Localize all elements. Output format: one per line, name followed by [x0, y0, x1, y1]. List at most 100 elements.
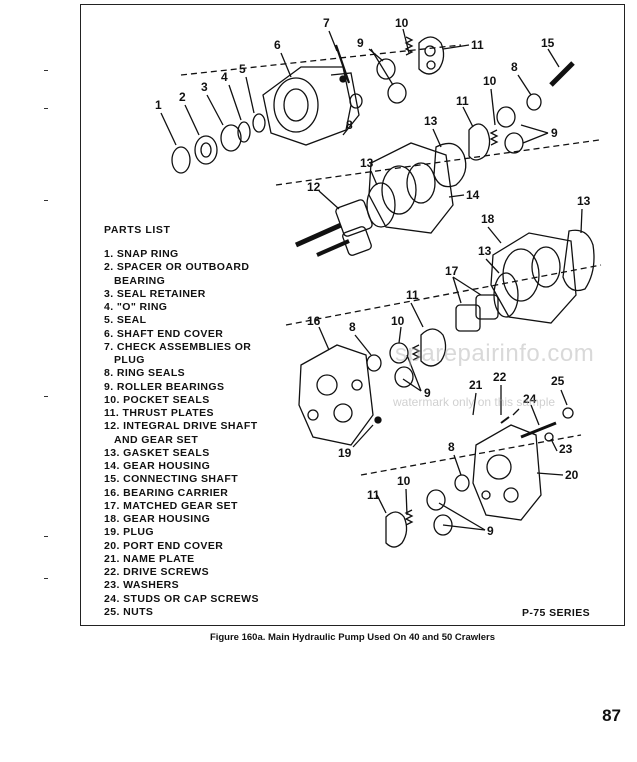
parts-list-item: 25. NUTS — [104, 605, 154, 618]
watermark-sub: watermark only on this sample — [393, 395, 556, 409]
callout-21: 21 — [469, 378, 483, 392]
series-label: P-75 SERIES — [521, 607, 590, 619]
parts-list-item: BEARING — [114, 274, 166, 287]
axis-middle — [285, 264, 602, 326]
o-ring — [237, 121, 251, 143]
callout-8: 8 — [349, 320, 356, 334]
margin-mark — [44, 578, 48, 579]
callout-18: 18 — [481, 212, 495, 226]
parts-list-item: 18. GEAR HOUSING — [104, 513, 211, 525]
callout-11: 11 — [406, 288, 419, 302]
parts-list-item: 3. SEAL RETAINER — [104, 287, 206, 300]
parts-list-item: PLUG — [114, 354, 145, 366]
callout-4: 4 — [221, 70, 228, 84]
parts-list-item: 10. POCKET SEALS — [104, 393, 210, 406]
callout-2: 2 — [179, 90, 186, 104]
margin-mark — [44, 70, 48, 71]
parts-list-item: 2. SPACER OR OUTBOARD — [104, 261, 250, 274]
callout-8: 8 — [511, 60, 518, 74]
callout-14: 14 — [466, 188, 480, 202]
spacer-bearing — [194, 135, 218, 165]
parts-list-item: 4. "O" RING — [104, 301, 168, 313]
roller-bearing — [387, 82, 407, 104]
callout-19: 19 — [338, 446, 352, 460]
axis-lower — [360, 434, 582, 476]
parts-list-item: 15. CONNECTING SHAFT — [104, 473, 239, 486]
figure-caption: Figure 160a. Main Hydraulic Pump Used On… — [209, 632, 496, 643]
snap-ring — [171, 146, 191, 174]
parts-list-item: 24. STUDS OR CAP SCREWS — [104, 592, 259, 605]
bearing-carrier — [298, 344, 374, 446]
port-end-cover — [472, 424, 542, 521]
callout-9: 9 — [357, 36, 364, 50]
callout-13: 13 — [360, 156, 374, 170]
callout-13: 13 — [424, 114, 438, 128]
margin-mark — [44, 108, 48, 109]
parts-list-item: 13. GASKET SEALS — [104, 446, 210, 459]
parts-list-item: 1. SNAP RING — [104, 248, 179, 260]
callout-16: 16 — [307, 314, 321, 328]
callout-13: 13 — [478, 244, 492, 258]
parts-list-item: AND GEAR SET — [114, 433, 199, 446]
parts-list-item: 12. INTEGRAL DRIVE SHAFT — [104, 420, 258, 433]
parts-list-item: 8. RING SEALS — [104, 367, 186, 380]
parts-list-item: 17. MATCHED GEAR SET — [104, 499, 238, 512]
parts-list-item: 11. THRUST PLATES — [104, 407, 214, 419]
callout-5: 5 — [239, 62, 246, 76]
parts-list-item: 6. SHAFT END COVER — [104, 327, 224, 340]
callout-10: 10 — [395, 16, 409, 30]
callout-9: 9 — [424, 386, 431, 400]
callout-9: 9 — [487, 524, 494, 538]
parts-list-item: 14. GEAR HOUSING — [104, 460, 211, 472]
callout-8: 8 — [346, 118, 353, 132]
seal-retainer — [220, 124, 242, 152]
seal — [252, 113, 266, 133]
callout-12: 12 — [307, 180, 321, 194]
parts-list-title: PARTS LIST — [104, 224, 171, 236]
callout-8: 8 — [448, 440, 455, 454]
roller-bearing — [376, 58, 396, 80]
callout-10: 10 — [483, 74, 497, 88]
parts-list-item: 7. CHECK ASSEMBLIES OR — [104, 340, 252, 353]
callout-24: 24 — [523, 392, 537, 406]
callout-10: 10 — [397, 474, 411, 488]
axis-top — [180, 44, 462, 76]
parts-list-item: 5. SEAL — [104, 314, 147, 327]
callout-23: 23 — [559, 442, 573, 456]
callout-3: 3 — [201, 80, 208, 94]
figure-frame: 1 2 3 4 5 6 7 9 10 11 15 8 8 10 11 9 13 … — [80, 4, 625, 626]
callout-6: 6 — [274, 38, 281, 52]
thrust-plate — [418, 36, 445, 75]
callout-11: 11 — [367, 488, 380, 502]
callout-25: 25 — [551, 374, 565, 388]
callout-10: 10 — [391, 314, 405, 328]
callout-22: 22 — [493, 370, 507, 384]
callout-1: 1 — [155, 98, 162, 112]
callout-11: 11 — [471, 38, 484, 52]
callout-11: 11 — [456, 94, 469, 108]
watermark-main: sparepairinfo.com — [395, 340, 595, 367]
shaft-end-cover — [262, 66, 352, 146]
parts-list-item: 20. PORT END COVER — [104, 539, 224, 552]
callout-7: 7 — [323, 16, 330, 30]
parts-list: 1. SNAP RING 2. SPACER OR OUTBOARD BEARI… — [104, 248, 294, 619]
callout-13: 13 — [577, 194, 591, 208]
parts-list-item: 23. WASHERS — [104, 579, 180, 592]
gear-housing — [368, 142, 454, 234]
exploded-pump-diagram: 1 2 3 4 5 6 7 9 10 11 15 8 8 10 11 9 13 … — [155, 16, 602, 548]
callout-15: 15 — [541, 36, 555, 50]
parts-list-item: 22. DRIVE SCREWS — [104, 566, 210, 578]
margin-mark — [44, 536, 48, 537]
axis-upper — [275, 139, 600, 186]
parts-list-item: 16. BEARING CARRIER — [104, 486, 229, 499]
margin-mark — [44, 396, 48, 397]
ring-seal — [349, 93, 363, 109]
callout-17: 17 — [445, 264, 459, 278]
callout-20: 20 — [565, 468, 579, 482]
parts-list-item: 21. NAME PLATE — [104, 552, 195, 565]
gasket-seal — [433, 142, 467, 188]
callout-9: 9 — [551, 126, 558, 140]
margin-mark — [44, 200, 48, 201]
page-number: 87 — [602, 706, 621, 725]
parts-list-item: 19. PLUG — [104, 526, 154, 539]
